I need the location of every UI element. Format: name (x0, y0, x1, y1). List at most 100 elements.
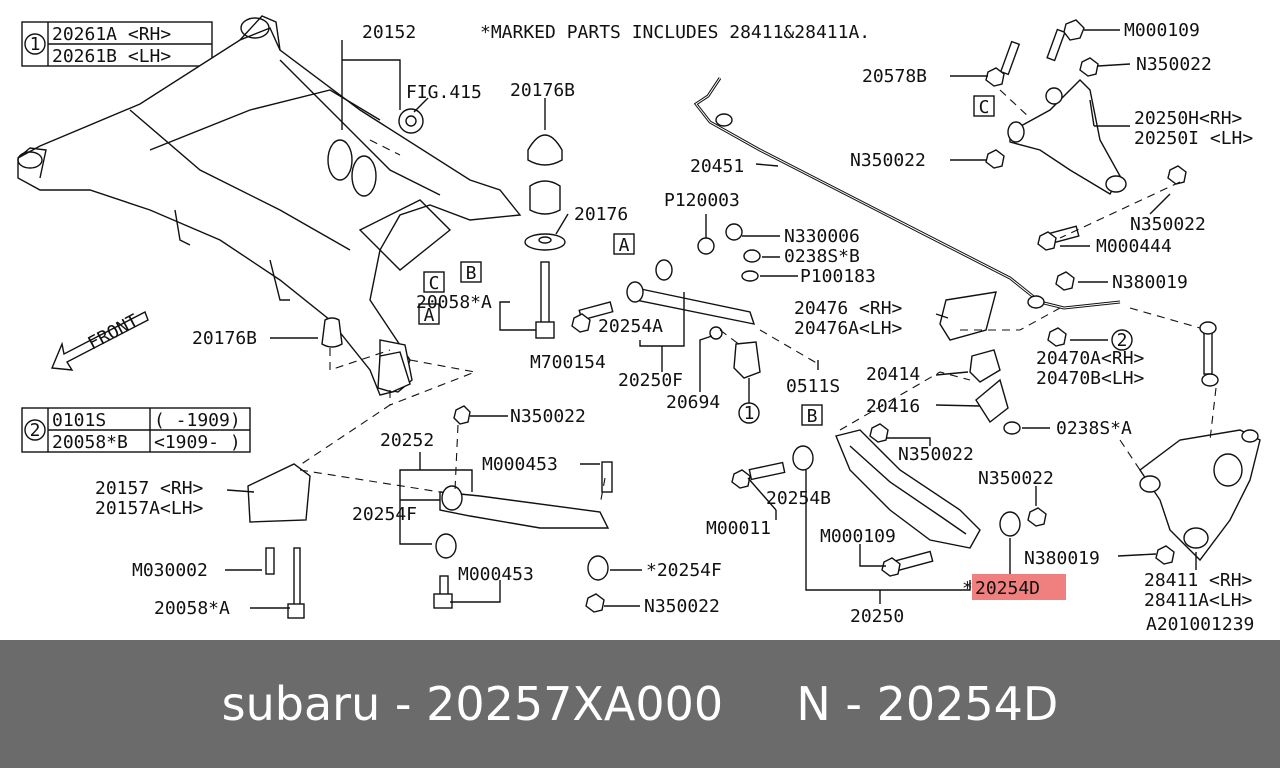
label-20254F: 20254F (352, 504, 417, 525)
lower-arm-20250 (731, 423, 1175, 577)
legend-2-circle: 2 (30, 420, 41, 441)
label-20476A: 20476A<LH> (794, 318, 903, 339)
legend-2-row-2-part: 20058*B (52, 432, 128, 453)
leader-lines (225, 29, 1197, 609)
label-20470A: 20470A<RH> (1036, 348, 1145, 369)
label-28411: 28411 <RH> (1144, 570, 1253, 591)
label-N380019-b: N380019 (1024, 548, 1100, 569)
footer-part-number-text: subaru - 20257XA000 N - 20254D (221, 677, 1059, 731)
fig-415-bushing (398, 108, 424, 134)
label-P100183: P100183 (800, 266, 876, 287)
letter-box-b-right: B (801, 404, 823, 427)
ref-circle-1: 1 (738, 378, 760, 424)
svg-text:C: C (979, 97, 990, 118)
label-0238S-B: 0238S*B (784, 246, 860, 267)
label-20416: 20416 (866, 396, 920, 417)
label-N350022-b: N350022 (644, 596, 720, 617)
label-M00011: M00011 (706, 518, 771, 539)
legend-table-1: 1 20261A <RH> 20261B <LH> (21, 21, 213, 67)
label-M030002: M030002 (132, 560, 208, 581)
dashed-guides (299, 89, 1217, 506)
label-M000453-a: M000453 (482, 454, 558, 475)
letter-box-b-left: B (460, 261, 482, 284)
label-20157A: 20157A<LH> (95, 498, 204, 519)
highlight-20254D (972, 574, 1066, 600)
diagram-code: A201001239 (1146, 614, 1254, 635)
hub-carrier-28411 (1139, 429, 1261, 562)
front-arrow: FRONT (50, 310, 149, 371)
label-N350022-d: N350022 (850, 150, 926, 171)
label-20058A-bottom: 20058*A (154, 598, 230, 619)
label-P120003: P120003 (664, 190, 740, 211)
label-N350022-f: N350022 (898, 444, 974, 465)
label-N350022-c: N350022 (1136, 54, 1212, 75)
mount-stack (247, 134, 566, 619)
toe-link-20250F (571, 223, 761, 379)
label-20250H: 20250H<RH> (1134, 108, 1243, 129)
part-labels: 20152 FIG.415 20176B 20176 20058*A M7001… (95, 20, 1254, 635)
label-20254A: 20254A (598, 316, 663, 337)
ref-circle-2: 2 (1111, 329, 1133, 351)
label-20254B: 20254B (766, 488, 831, 509)
parts-diagram: 1 20261A <RH> 20261B <LH> 2 0101S ( -190… (17, 15, 1261, 635)
legend-1-row-2: 20261B <LH> (52, 46, 171, 67)
label-M000444: M000444 (1096, 236, 1172, 257)
label-20252: 20252 (380, 430, 434, 451)
label-20152: 20152 (362, 22, 416, 43)
label-20250F: 20250F (618, 370, 683, 391)
ref-circle-2-label: 2 (1117, 330, 1128, 351)
label-N350022-a: N350022 (510, 406, 586, 427)
legend-table-2: 2 0101S ( -1909) 20058*B <1909- ) (21, 407, 251, 453)
label-fig415: FIG.415 (406, 82, 482, 103)
label-20414: 20414 (866, 364, 920, 385)
front-label: FRONT (84, 310, 142, 354)
label-N350022-e: N350022 (1130, 214, 1206, 235)
letter-box-c-right: C (973, 95, 995, 118)
legend-2-row-1-range: ( -1909) (154, 410, 241, 431)
label-20176B-left: 20176B (192, 328, 257, 349)
label-20470B: 20470B<LH> (1036, 368, 1145, 389)
svg-text:A: A (424, 305, 435, 326)
legend-1-row-1: 20261A <RH> (52, 24, 171, 45)
svg-text:B: B (466, 263, 477, 284)
label-20451: 20451 (690, 156, 744, 177)
label-0511S: 0511S (786, 376, 840, 397)
label-20176B-top: 20176B (510, 80, 575, 101)
label-20694: 20694 (666, 392, 720, 413)
label-20254F-star: *20254F (646, 560, 722, 581)
label-M000109-low: M000109 (820, 526, 896, 547)
label-20476: 20476 <RH> (794, 298, 903, 319)
stabilizer-bracket (939, 271, 1219, 435)
label-20254D: 20254D (975, 578, 1040, 599)
stabilizer-bar-20451 (693, 77, 1121, 310)
ref-circle-1-label: 1 (744, 403, 755, 424)
legend-2-row-1-part: 0101S (52, 410, 106, 431)
label-M700154: M700154 (530, 352, 606, 373)
letter-box-c-left: C (423, 271, 445, 294)
label-20176: 20176 (574, 204, 628, 225)
letter-box-a-left: A (418, 303, 440, 326)
label-M000453-b: M000453 (458, 564, 534, 585)
upper-arm-20250H (985, 19, 1187, 251)
label-20250I: 20250I <LH> (1134, 128, 1253, 149)
legend-1-circle: 1 (30, 34, 41, 55)
letter-box-a-right: A (613, 233, 635, 256)
label-20157: 20157 <RH> (95, 478, 204, 499)
label-N380019-a: N380019 (1112, 272, 1188, 293)
marked-parts-note: *MARKED PARTS INCLUDES 28411&28411A. (480, 22, 870, 43)
label-N330006: N330006 (784, 226, 860, 247)
label-20578B: 20578B (862, 66, 927, 87)
label-M000109-top: M000109 (1124, 20, 1200, 41)
label-20250: 20250 (850, 606, 904, 627)
svg-text:C: C (429, 273, 440, 294)
lateral-link-20252 (433, 405, 613, 613)
svg-text:B: B (807, 406, 818, 427)
footer-banner: subaru - 20257XA000 N - 20254D (0, 640, 1280, 768)
legend-2-row-2-range: <1909- ) (154, 432, 241, 453)
label-0238S-A: 0238S*A (1056, 418, 1132, 439)
label-28411A: 28411A<LH> (1144, 590, 1253, 611)
label-N350022-g: N350022 (978, 468, 1054, 489)
label-star-20254D: * (962, 578, 973, 599)
label-20058A-mid: 20058*A (416, 292, 492, 313)
svg-text:A: A (619, 235, 630, 256)
